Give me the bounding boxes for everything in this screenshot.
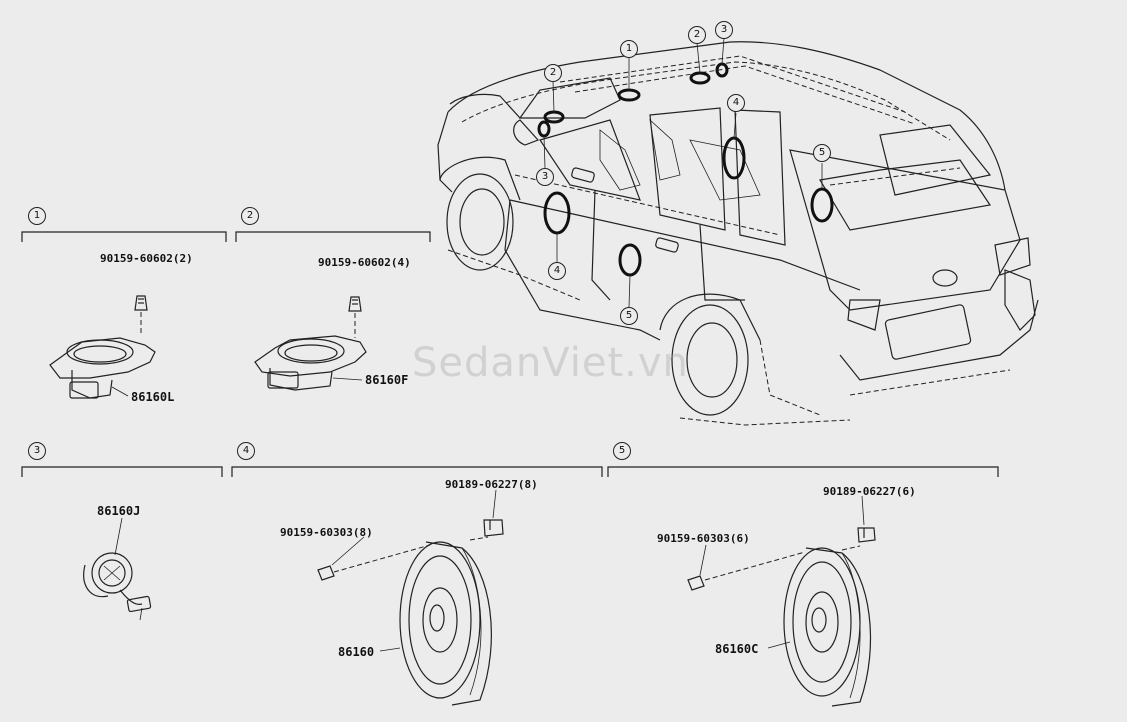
vehicle-callout-1: 1 <box>620 40 638 58</box>
watermark: SedanViet.vn <box>412 340 689 386</box>
section-2-callout: 2 <box>241 207 259 225</box>
part-86160J-drawing <box>83 517 152 621</box>
g1-part-label: 86160L <box>131 390 175 404</box>
vehicle-callout-5-lower: 5 <box>620 307 638 325</box>
vehicle-callout-4-front: 4 <box>548 262 566 280</box>
g4-part-label: 86160 <box>338 645 375 659</box>
g5-part-label: 86160C <box>715 642 759 656</box>
section-brackets <box>21 231 999 477</box>
vehicle-callout-2-rear: 2 <box>688 26 706 44</box>
g5-fastener-b-label: 90159-60303(6) <box>657 532 750 545</box>
g4-fastener-a-label: 90189-06227(8) <box>445 478 538 491</box>
vehicle-leader-lines <box>543 37 823 308</box>
section-4-callout: 4 <box>237 442 255 460</box>
vehicle-callout-4-rear: 4 <box>727 94 745 112</box>
section-3-callout: 3 <box>28 442 46 460</box>
g1-fastener-label: 90159-60602(2) <box>100 252 193 265</box>
g2-part-label: 86160F <box>365 373 409 387</box>
vehicle-callout-3-front: 3 <box>536 168 554 186</box>
part-86160C-drawing <box>687 495 876 707</box>
g3-part-label: 86160J <box>97 504 141 518</box>
vehicle-callout-5-upper: 5 <box>813 144 831 162</box>
part-86160F-drawing <box>254 296 367 391</box>
vehicle-outline <box>437 41 1039 426</box>
g4-fastener-b-label: 90159-60303(8) <box>280 526 373 539</box>
vehicle-callout-3-rear: 3 <box>715 21 733 39</box>
section-1-callout: 1 <box>28 207 46 225</box>
g2-fastener-label: 90159-60602(4) <box>318 256 411 269</box>
vehicle-callout-2-front: 2 <box>544 64 562 82</box>
section-5-callout: 5 <box>613 442 631 460</box>
part-86160-drawing <box>317 489 504 706</box>
part-86160L-drawing <box>49 295 156 399</box>
g5-fastener-a-label: 90189-06227(6) <box>823 485 916 498</box>
